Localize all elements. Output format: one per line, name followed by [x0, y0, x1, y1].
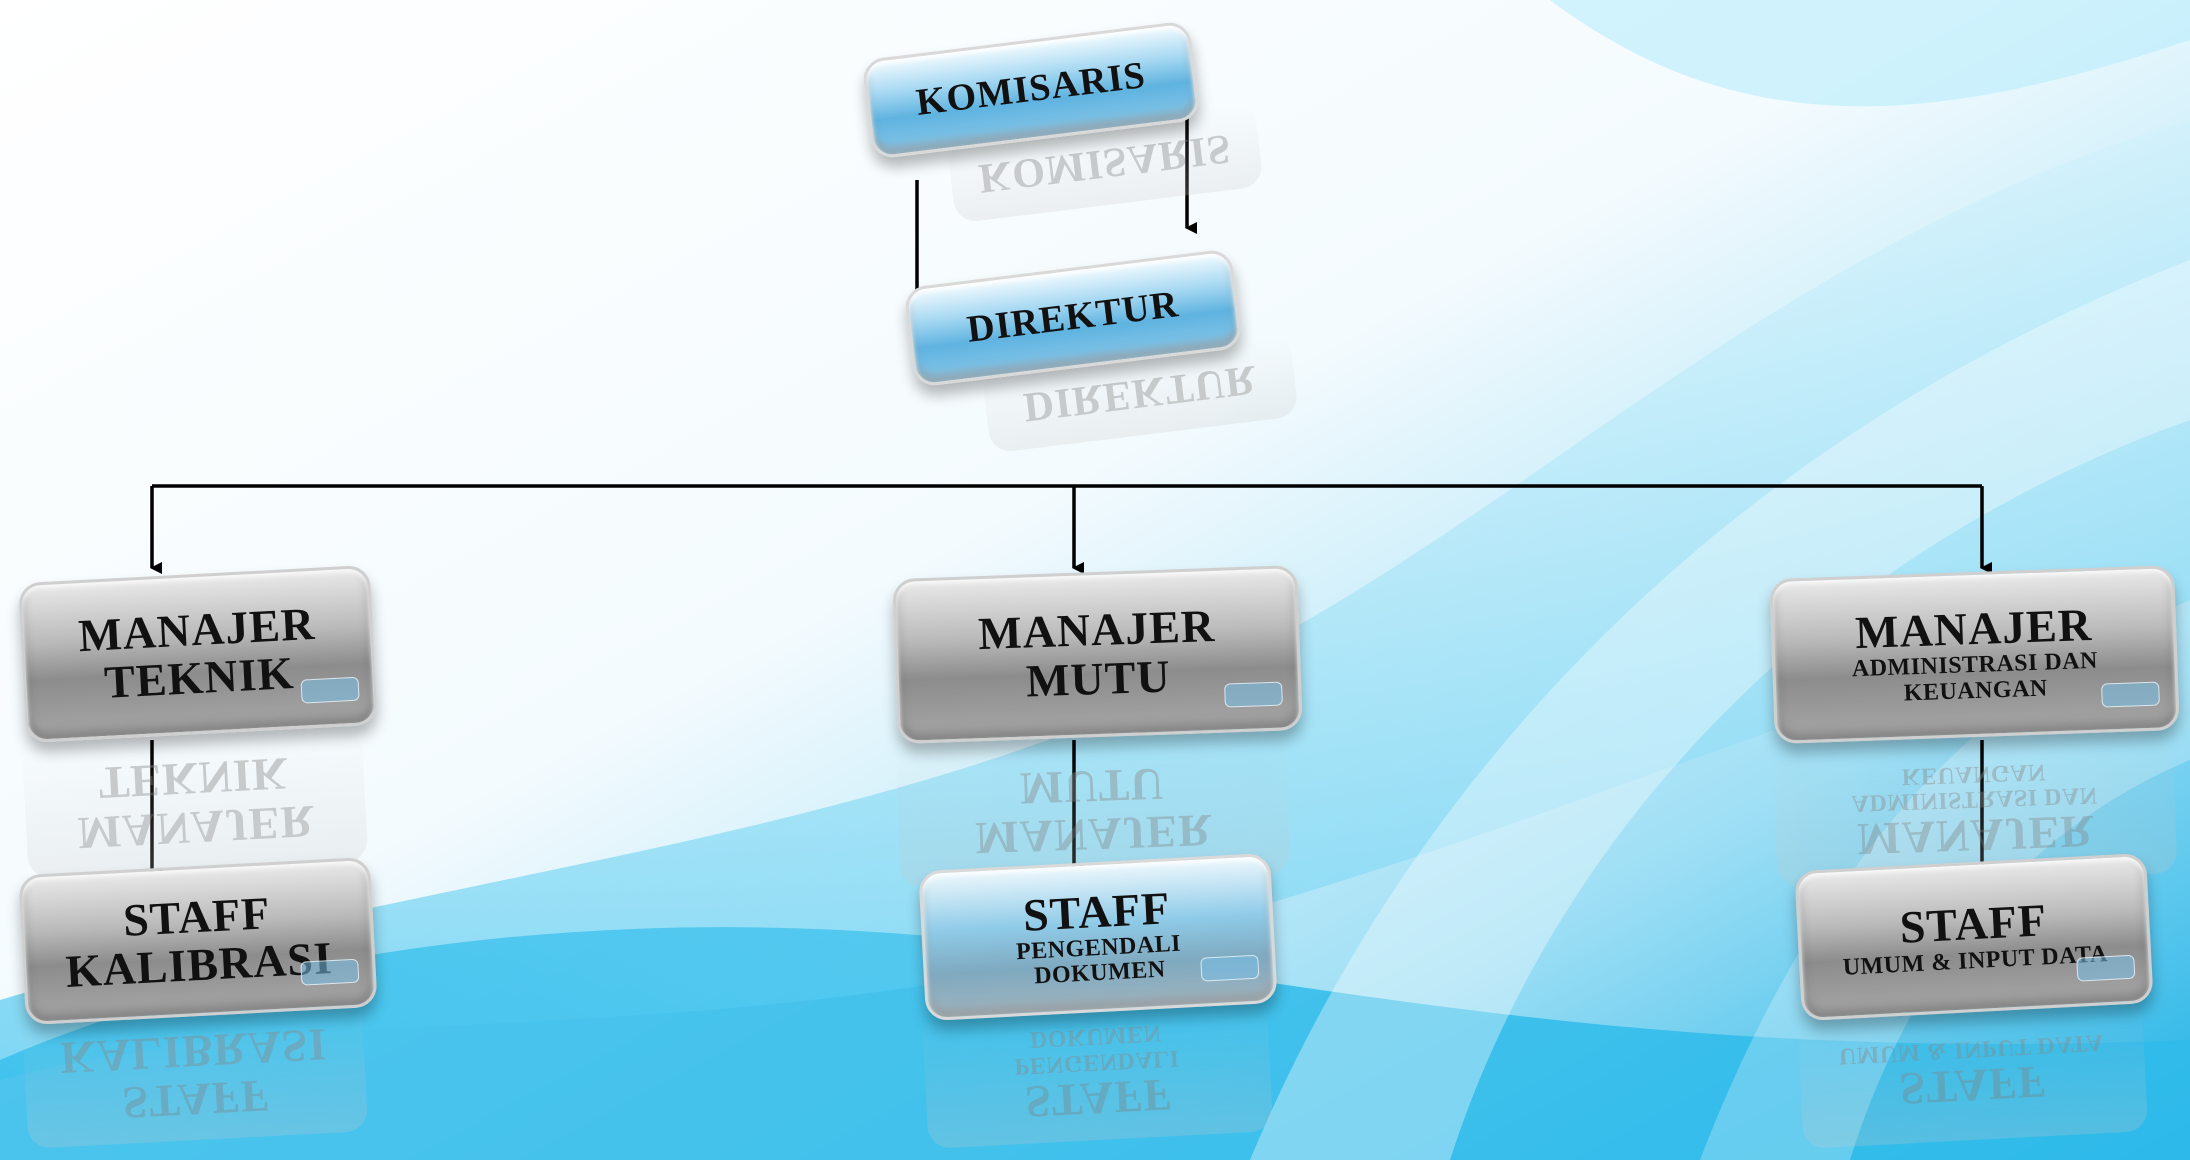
chart-badge-icon [1200, 954, 1260, 982]
manajer-teknik-box: MANAJER TEKNIK [18, 564, 378, 744]
manajer-mutu-subtitle: MUTU [1025, 649, 1172, 706]
chart-badge-icon [2101, 681, 2160, 708]
manajer-admin-subtitle-line2: KEUANGAN [1903, 675, 2049, 707]
staff-kalibrasi-box: STAFF KALIBRASI [18, 856, 378, 1026]
manajer-admin-box: MANAJER ADMINISTRASI DAN KEUANGAN [1769, 564, 2180, 745]
chart-badge-icon [300, 676, 360, 704]
staff-umum-subtitle: UMUM & INPUT DATA [1842, 940, 2109, 981]
manajer-mutu-box: MANAJER MUTU [892, 564, 1303, 745]
staff-kalibrasi-subtitle: KALIBRASI [64, 932, 334, 997]
staff-pengendali-subtitle-line2: DOKUMEN [1033, 956, 1167, 990]
manajer-teknik-subtitle: TEKNIK [102, 647, 296, 708]
staff-umum-box: STAFF UMUM & INPUT DATA [1794, 852, 2154, 1022]
chart-badge-icon [1224, 681, 1283, 708]
direktur-label: DIREKTUR [964, 283, 1182, 351]
komisaris-label: KOMISARIS [913, 54, 1148, 124]
staff-pengendali-box: STAFF PENGENDALI DOKUMEN [918, 852, 1278, 1022]
manajer-mutu-title: MANAJER [977, 600, 1216, 660]
chart-badge-icon [300, 958, 360, 986]
chart-badge-icon [2076, 954, 2136, 982]
staff-umum-title: STAFF [1898, 894, 2049, 954]
